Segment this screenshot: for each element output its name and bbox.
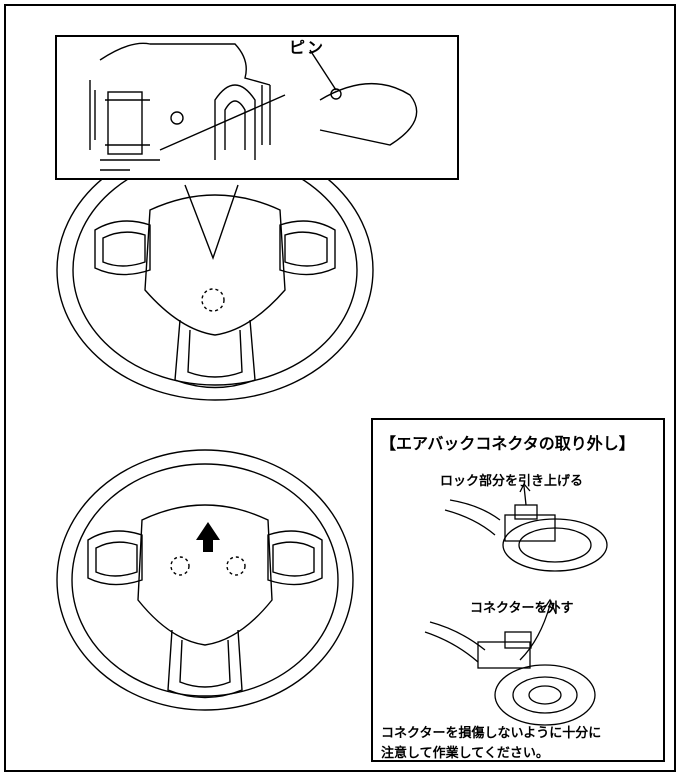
page-border — [4, 4, 676, 772]
pin-label: ピン — [289, 38, 326, 57]
step-lift-lock-label: ロック部分を引き上げる — [440, 474, 584, 489]
pin-detail-inset — [55, 35, 459, 180]
caution-line-1: コネクターを損傷しないように十分に — [381, 726, 602, 741]
connector-remove-illustration — [424, 598, 596, 726]
lower-steering-wheel — [56, 449, 354, 711]
connector-box-title: 【エアバックコネクタの取り外し】 — [380, 434, 635, 453]
connector-lock-illustration — [444, 482, 608, 572]
caution-line-2: 注意して作業してください。 — [381, 746, 549, 761]
step-remove-connector-label: コネクターを外す — [470, 601, 574, 616]
caution-note: コネクターを損傷しないように十分に 注意して作業してください。 — [381, 724, 601, 764]
up-arrow-icon — [196, 522, 220, 552]
